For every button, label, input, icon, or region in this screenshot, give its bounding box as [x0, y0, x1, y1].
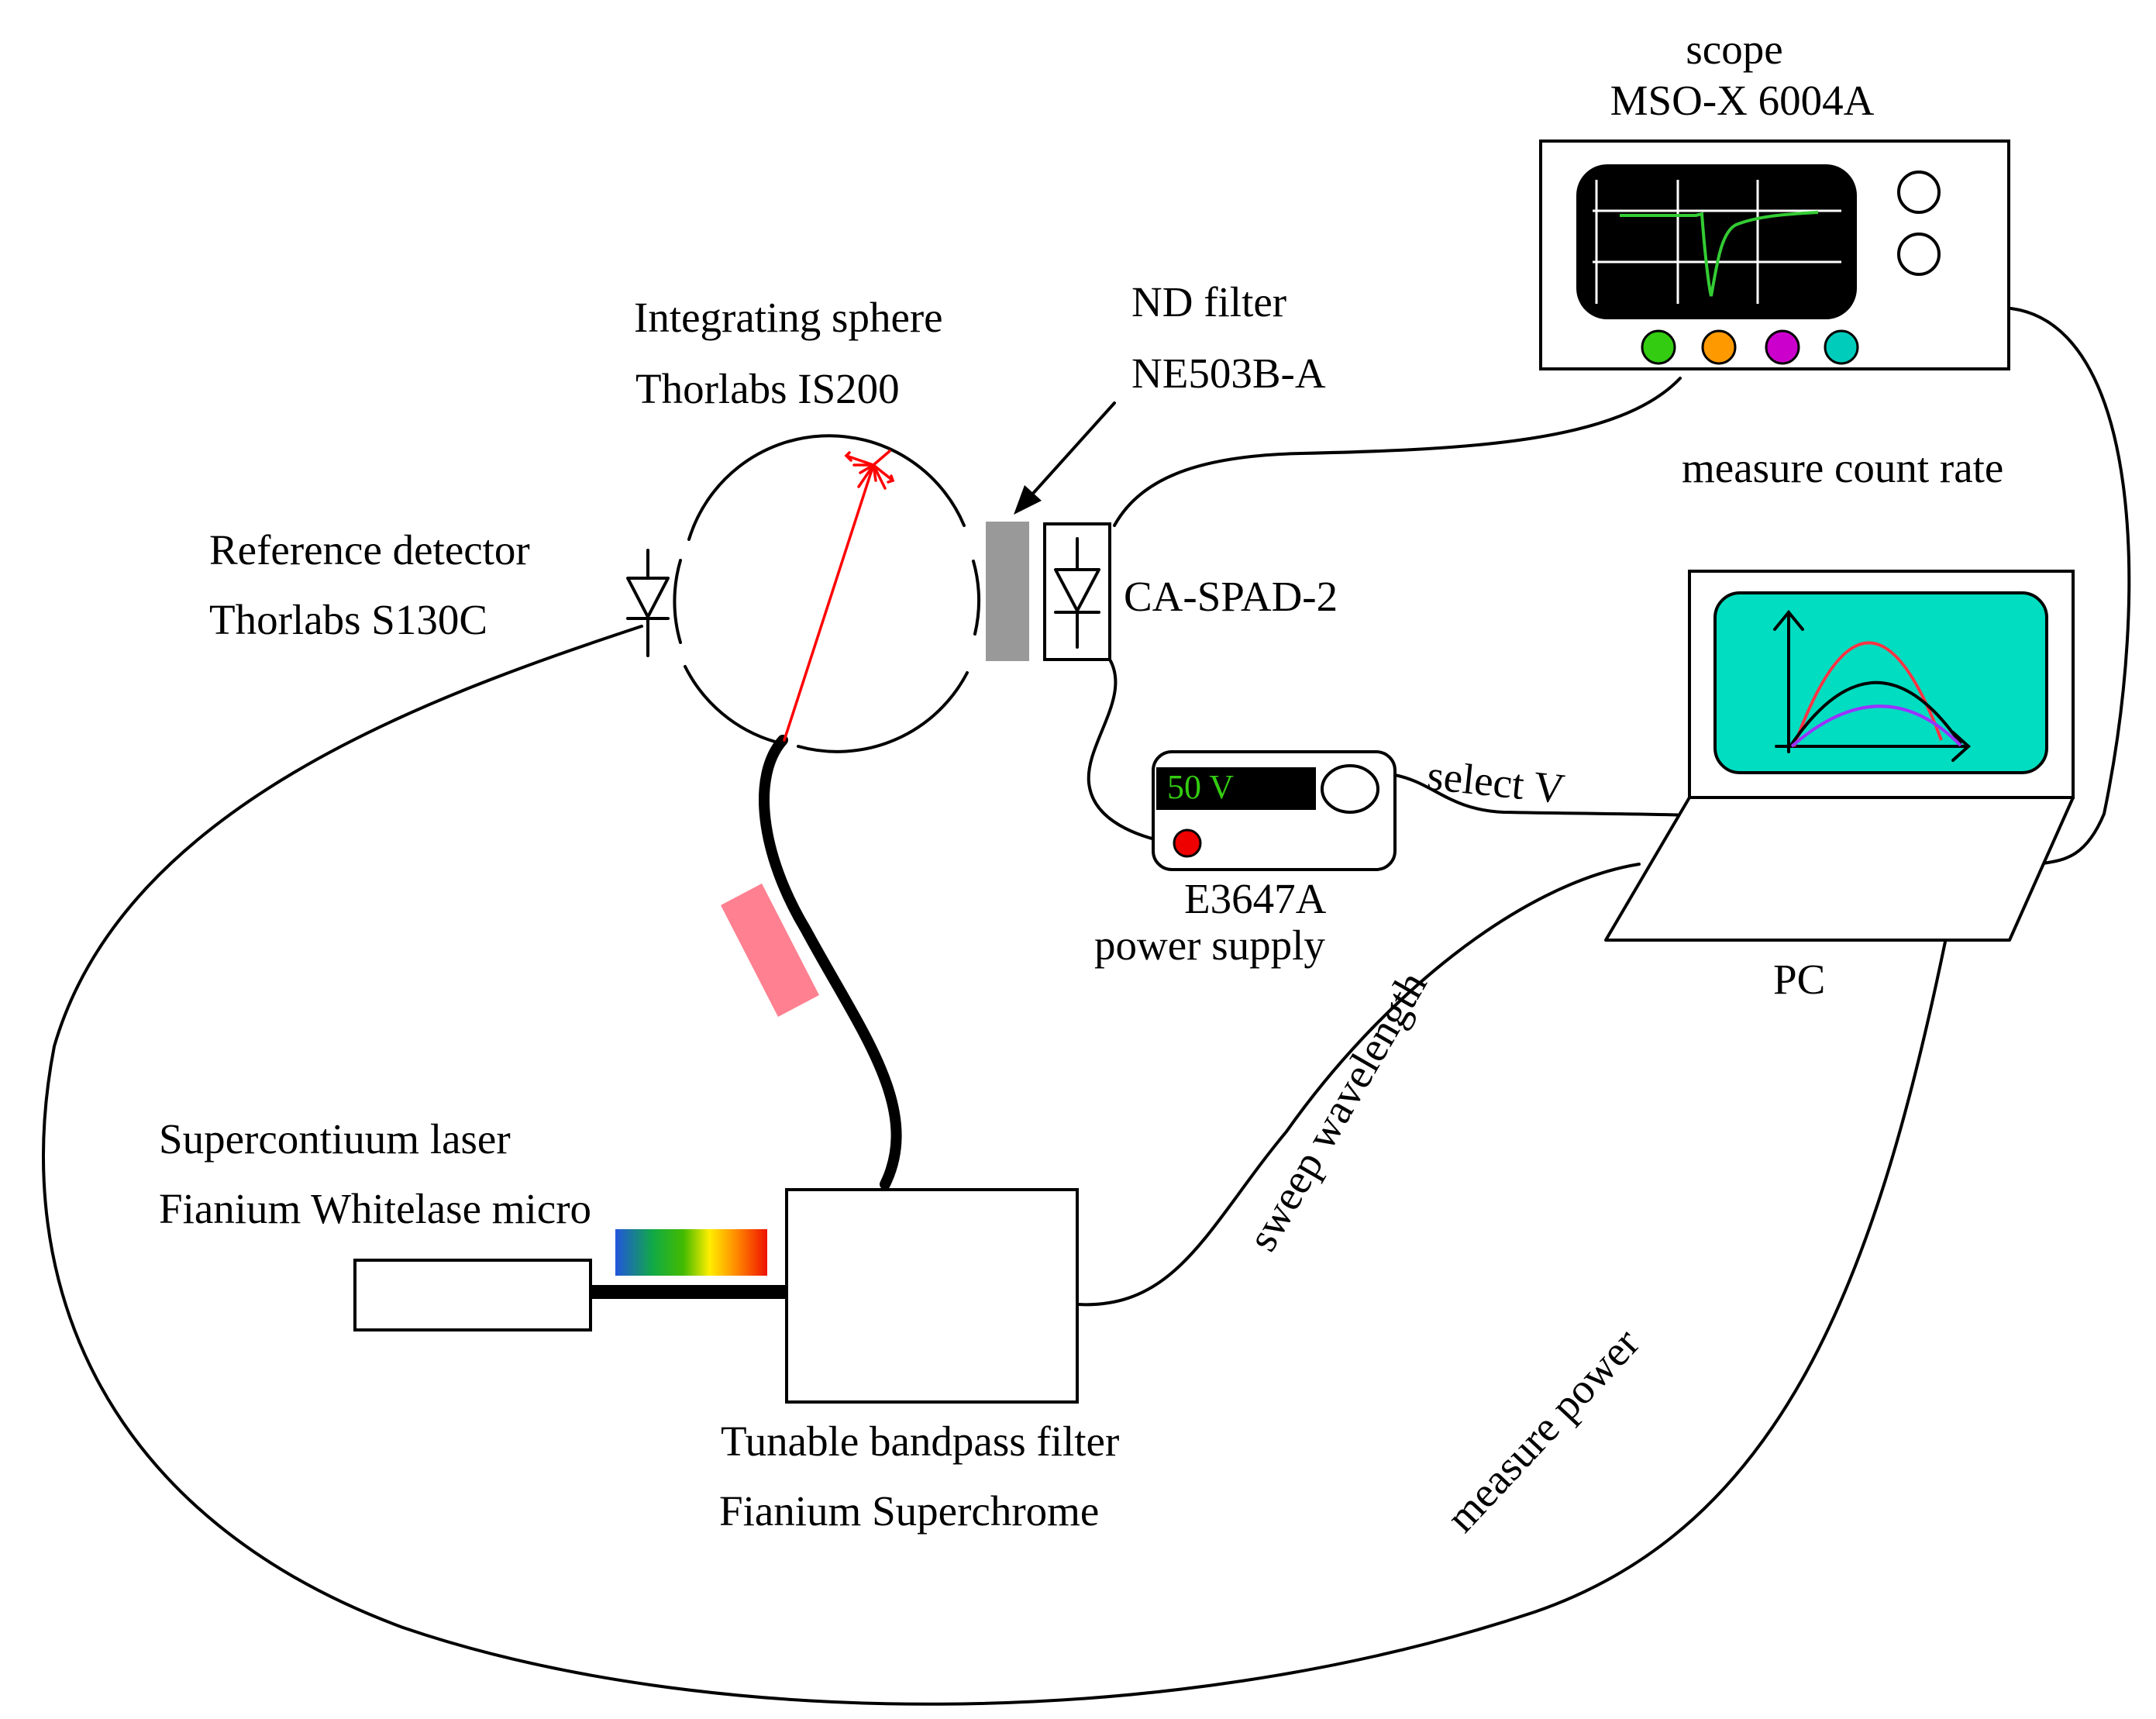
sphere-model: Thorlabs IS200 [635, 365, 900, 412]
oscilloscope [1539, 140, 2010, 370]
psu-title: power supply [1094, 922, 1325, 969]
scope-trace [1620, 211, 1819, 297]
cable-scope-spad [1113, 377, 1682, 527]
measure-count-label: measure count rate [1682, 444, 2003, 491]
scope-title: scope [1686, 26, 1782, 73]
psu-output-led [1173, 828, 1202, 858]
sphere-title: Integrating sphere [634, 294, 943, 341]
integrating-sphere [673, 434, 980, 753]
scope-knob-2 [1897, 233, 1941, 276]
nd-filter-model: NE503B-A [1131, 350, 1326, 397]
nd-filter [986, 522, 1029, 661]
nd-filter-title: ND filter [1131, 278, 1286, 326]
pc-curve-3 [1790, 704, 1962, 748]
cable-ref-pc [42, 625, 1947, 1706]
scope-channel-1-button [1641, 329, 1676, 365]
scope-channel-3-button [1765, 329, 1800, 365]
spad-detector [1043, 522, 1111, 661]
scope-screen [1576, 164, 1857, 319]
ref-detector-title: Reference detector [209, 526, 530, 574]
cable-scope-pc [2010, 307, 2131, 866]
ref-detector-model: Thorlabs S130C [209, 596, 487, 643]
psu-knob [1321, 764, 1379, 814]
filter-title: Tunable bandpass filter [721, 1418, 1119, 1465]
pc-laptop [1604, 570, 2075, 942]
scope-model: MSO-X 6004A [1610, 77, 1875, 124]
spectrum-bar [615, 1229, 767, 1276]
nd-filter-arrow [1014, 401, 1116, 515]
psu-display-text: 50 V [1167, 768, 1234, 806]
cable-filter-pc [1076, 863, 1641, 1307]
filter-model: Fianium Superchrome [719, 1487, 1099, 1535]
scope-knob-1 [1897, 171, 1941, 214]
select-v-label: select V [1425, 751, 1567, 812]
measure-power-label: measure power [1437, 1319, 1648, 1541]
laser-beam [783, 450, 895, 742]
psu-display [1156, 767, 1316, 810]
laser-title: Supercontiuum laser [159, 1115, 511, 1163]
psu-model: E3647A [1184, 875, 1327, 922]
supercontinuum-laser [353, 1259, 592, 1331]
scope-channel-2-button [1701, 329, 1737, 365]
pc-label: PC [1773, 956, 1825, 1003]
scope-channel-4-button [1824, 329, 1859, 365]
pc-curve-2 [1789, 680, 1962, 748]
laser-fiber [591, 1285, 787, 1299]
fiber-cable [759, 735, 902, 1190]
sweep-wavelength-label: sweep wavelength [1238, 963, 1436, 1259]
reference-detector-diode [626, 549, 670, 657]
tunable-bandpass-filter [785, 1188, 1079, 1404]
beam-block [721, 884, 819, 1017]
cable-spad-psu [1087, 658, 1173, 845]
cable-psu-pc [1393, 773, 1695, 817]
pc-curve-1 [1793, 641, 1943, 747]
pc-keyboard [1604, 796, 2075, 942]
spad-label: CA-SPAD-2 [1124, 573, 1338, 620]
laser-model: Fianium Whitelase micro [159, 1185, 591, 1232]
power-supply: 50 V [1152, 750, 1397, 871]
